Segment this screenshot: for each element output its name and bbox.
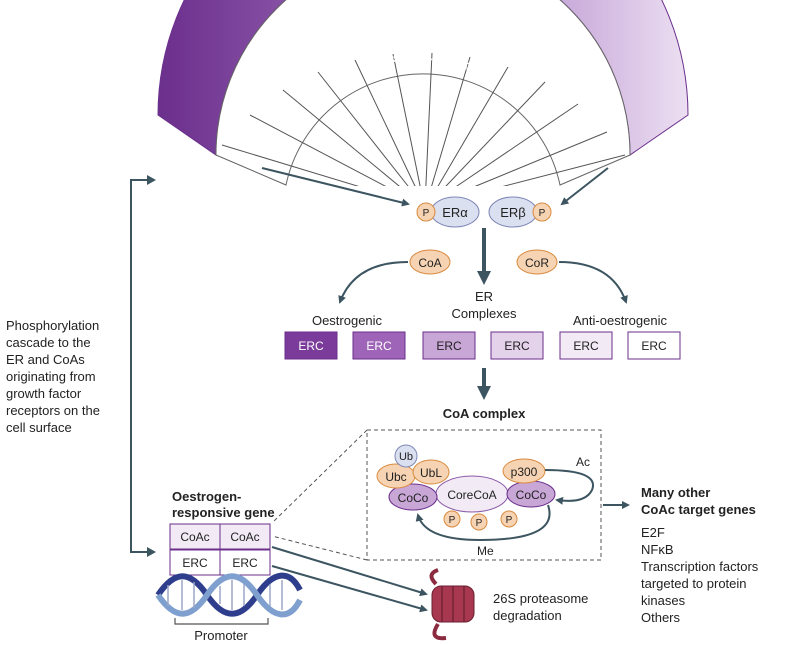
erc-gene-box-2 [219,549,271,576]
zoom-line-bottom [271,535,368,561]
ubc-label: Ubc [385,470,406,484]
target-item-tf-line3: kinases [641,593,686,608]
proteasome-line1: 26S proteasome [493,591,588,606]
dna-helix-graphic [155,572,303,618]
er-beta-p: P [539,208,546,219]
p300-label: p300 [511,465,538,479]
ligand-fan-inner [215,0,631,186]
me-label: Me [477,544,494,558]
phospho-label: P [506,515,513,526]
erc-box-label: ERC [366,339,392,353]
corecoa-label: CoreCoA [447,488,496,502]
erc-gene-box-2-label: ERC [232,556,258,570]
side-text-1: Phosphorylation [6,318,99,333]
oestrogenic-label: Oestrogenic [312,313,383,328]
coac-box-2-label: CoAc [230,530,259,544]
erc-box-label: ERC [436,339,462,353]
target-item-nfkb: NFκB [641,542,674,557]
er-alpha-p: P [423,208,430,219]
er-label-line1: ER [475,289,493,304]
erc-gene-box-1 [169,549,221,576]
erc-box-4: ERC [490,331,544,360]
target-item-tf: Transcription factors [641,559,759,574]
cor-curve-arrow [558,261,628,304]
target-item-e2f: E2F [641,525,665,540]
er-alpha-phospho [416,202,436,222]
phospho-1 [443,510,461,528]
side-text-6: receptors on the [6,403,100,418]
side-text-2: cascade to the [6,335,91,350]
side-text-5: growth factor [6,386,82,401]
coco-left-label: CoCo [398,491,429,505]
erc-box-3: ERC [422,331,476,360]
er-label-line2: Complexes [451,306,517,321]
side-text-4: originating from [6,369,96,384]
ubl-node [412,459,450,485]
proteasome-arrow-1 [271,546,428,597]
coa-node [409,249,451,275]
erc-box-label: ERC [504,339,530,353]
phosphorylation-bracket [130,179,147,553]
targets-title-line2: CoAc target genes [641,502,756,517]
erc-box-2: ERC [352,331,406,360]
coa-curve-arrow [338,261,409,304]
erc-box-label: ERC [641,339,667,353]
erc-box-label: ERC [298,339,324,353]
side-text-7: cell surface [6,420,72,435]
promoter-bracket [174,618,269,625]
phospho-label: P [449,515,456,526]
er-alpha-label: ERα [442,205,468,220]
promoter-label: Promoter [194,628,248,643]
gene-title-line2: responsive gene [172,505,275,520]
gene-title-line1: Oestrogen- [172,489,241,504]
target-item-others: Others [641,610,681,625]
er-beta-label: ERβ [500,205,526,220]
zoom-line-top [271,429,368,524]
target-item-tf-line2: targeted to protein [641,576,747,591]
proteasome-graphic [429,568,475,641]
bracket-arrow-bottom [147,547,156,557]
phospho-2 [470,513,488,531]
coa-complex-title: CoA complex [443,406,526,421]
erc-box-label: ERC [573,339,599,353]
erc-box-6: ERC [627,331,681,360]
phospho-3 [500,510,518,528]
ac-label: Ac [576,455,590,469]
coco-left-node [388,483,438,511]
fan-arrow-right [560,167,609,206]
ub-label: Ub [399,451,413,463]
me-arrow [415,504,551,542]
coa-label: CoA [418,256,441,270]
erc-box-1: ERC [284,331,338,360]
coac-box-1-label: CoAc [180,530,209,544]
bracket-arrow-top [147,175,156,185]
cor-label: CoR [525,256,549,270]
coco-right-label: CoCo [516,488,547,502]
side-text-3: ER and CoAs [6,352,85,367]
erc-box-5: ERC [559,331,613,360]
cor-node [516,249,558,275]
ligand-fan-arc [157,0,689,156]
erc-gene-box-1-label: ERC [182,556,208,570]
phospho-label: P [476,518,483,529]
anti-oestrogenic-label: Anti-oestrogenic [573,313,667,328]
proteasome-line2: degradation [493,608,562,623]
proteasome-arrow-2 [271,565,428,613]
er-beta-phospho [532,202,552,222]
fan-arrow-left [261,167,410,207]
coac-box-2 [219,523,271,550]
ac-arrow [544,469,594,505]
ubl-label: UbL [420,466,442,480]
ub-node [394,444,418,468]
targets-title-line1: Many other [641,485,710,500]
coac-box-1 [169,523,221,550]
